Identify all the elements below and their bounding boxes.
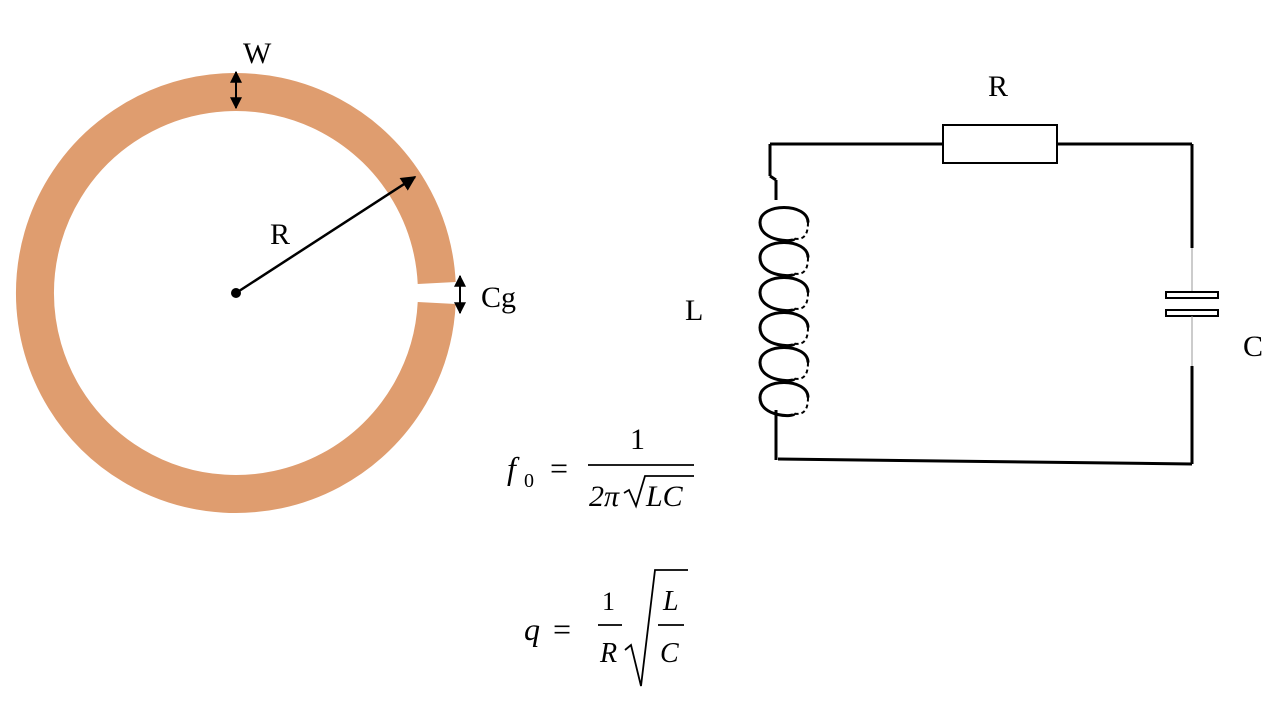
inductor-turn	[758, 346, 810, 382]
rlc-circuit	[758, 124, 1219, 466]
capacitor-label: C	[1243, 330, 1263, 363]
quality-denominator: R	[599, 638, 617, 669]
resonance-denominator-prefix: 2π	[589, 480, 620, 513]
resonance-lhs: f	[507, 450, 520, 486]
inductor-turn-back	[793, 257, 809, 275]
wire-left-jog-top	[769, 174, 777, 182]
inductor-turn-back	[793, 327, 809, 345]
resistor-label: R	[988, 70, 1008, 103]
wire-bottom	[777, 457, 1193, 466]
quality-radicand-numerator: L	[662, 586, 679, 617]
quality-radicand-denominator: C	[660, 638, 679, 669]
inductor-turn	[758, 276, 810, 312]
resonance-formula: f 0 = 1 2π LC	[507, 423, 694, 513]
resonance-subscript: 0	[524, 470, 534, 492]
radius-label: R	[270, 218, 290, 251]
resonance-equals: =	[550, 450, 568, 486]
quality-lhs: q	[524, 611, 540, 647]
inductor-turn	[758, 206, 810, 242]
radius-dimension: R	[231, 175, 417, 298]
capacitor-plate-top	[1165, 291, 1219, 299]
inductor-turn	[758, 311, 810, 347]
resonance-radicand: LC	[645, 480, 684, 513]
resonance-sqrt-sign	[623, 475, 694, 509]
inductor	[758, 206, 810, 417]
inductor-label: L	[685, 294, 703, 327]
width-dimension: W	[230, 37, 272, 110]
gap-dimension: Cg	[454, 274, 516, 315]
capacitor-plate-bottom	[1165, 309, 1219, 317]
resonance-numerator: 1	[630, 423, 645, 456]
width-label: W	[243, 37, 272, 70]
quality-equals: =	[553, 611, 571, 647]
inductor-turn-back	[793, 222, 809, 240]
inductor-turn-back	[793, 397, 809, 415]
inductor-turn	[758, 241, 810, 277]
inductor-turn-back	[793, 362, 809, 380]
gap-label: Cg	[481, 281, 516, 314]
split-ring	[15, 73, 456, 513]
quality-numerator: 1	[602, 587, 615, 616]
quality-formula: q = 1 R L C	[524, 569, 688, 687]
resistor	[942, 124, 1058, 164]
inductor-turn-back	[793, 292, 809, 310]
inductor-turn	[758, 381, 810, 417]
quality-sqrt-sign	[624, 569, 688, 687]
radius-arrow	[235, 175, 417, 295]
ring-conductor	[15, 73, 456, 513]
